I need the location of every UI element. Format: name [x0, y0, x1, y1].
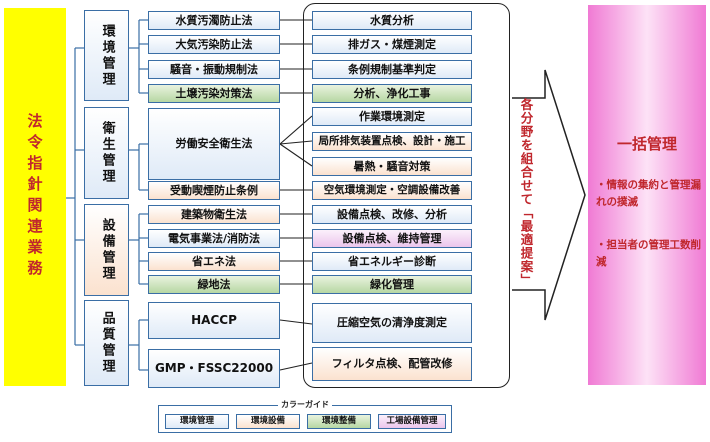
- category-environment: 環境管理: [84, 10, 129, 101]
- guide-item-factory: 工場設備管理: [378, 414, 446, 429]
- arrow-right-icon: [512, 69, 586, 321]
- target-title: 一括管理: [616, 135, 677, 153]
- service-ordinance: 条例規制基準判定: [312, 60, 472, 79]
- service-aircon: 空気環境測定・空調設備改善: [312, 181, 472, 200]
- service-bracket: [303, 3, 510, 388]
- law-energy: 省エネ法: [148, 252, 280, 271]
- root-label: 法令指針関連業務: [25, 113, 44, 281]
- category-facility: 設備管理: [84, 204, 129, 296]
- service-heat-noise: 暑熱・騒音対策: [312, 157, 472, 176]
- guide-item-environment: 環境管理: [165, 414, 229, 429]
- service-energy-diag: 省エネルギー診断: [312, 252, 472, 271]
- category-quality: 品質管理: [84, 300, 129, 386]
- target-point-1: ・情報の集約と管理漏れの撲滅: [596, 179, 701, 208]
- combine-label-box: 各分野を組合せて「最適提案」: [511, 98, 541, 290]
- law-gmp: GMP・FSSC22000: [148, 349, 280, 388]
- service-water-analysis: 水質分析: [312, 11, 472, 30]
- law-water: 水質汚濁防止法: [148, 11, 280, 30]
- service-compressed-air: 圧縮空気の清浄度測定: [312, 303, 472, 343]
- law-greenery: 緑地法: [148, 275, 280, 294]
- guide-item-equipment: 環境設備: [236, 414, 300, 429]
- category-hygiene: 衛生管理: [84, 107, 129, 199]
- service-local-exhaust: 局所排気装置点検、設計・施工: [312, 132, 472, 151]
- unified-management-panel: 一括管理 ・情報の集約と管理漏れの撲滅 ・担当者の管理工数削減: [588, 5, 706, 385]
- law-air: 大気汚染防止法: [148, 35, 280, 54]
- root-label-box: 法令指針関連業務: [4, 8, 66, 386]
- service-workplace: 作業環境測定: [312, 107, 472, 126]
- law-electric: 電気事業法/消防法: [148, 229, 280, 248]
- service-inspection-maint: 設備点検、維持管理: [312, 229, 472, 248]
- law-building: 建築物衛生法: [148, 205, 280, 224]
- combine-label: 各分野を組合せて「最適提案」: [518, 98, 534, 287]
- service-purification: 分析、浄化工事: [312, 84, 472, 103]
- service-inspection-repair: 設備点検、改修、分析: [312, 205, 472, 224]
- service-greenery-mgmt: 緑化管理: [312, 275, 472, 294]
- law-soil: 土壌汚染対策法: [148, 84, 280, 103]
- law-labor: 労働安全衛生法: [148, 108, 280, 180]
- service-exhaust: 排ガス・煤煙測定: [312, 35, 472, 54]
- color-guide: カラーガイド 環境管理 環境設備 環境整備 工場設備管理: [158, 400, 452, 433]
- guide-item-maintenance: 環境整備: [307, 414, 371, 429]
- target-point-2: ・担当者の管理工数削減: [596, 239, 701, 268]
- service-filter: フィルタ点検、配管改修: [312, 347, 472, 381]
- law-haccp: HACCP: [148, 302, 280, 339]
- law-noise: 騒音・振動規制法: [148, 60, 280, 79]
- color-guide-title: カラーガイド: [278, 400, 332, 409]
- law-smoking: 受動喫煙防止条例: [148, 181, 280, 200]
